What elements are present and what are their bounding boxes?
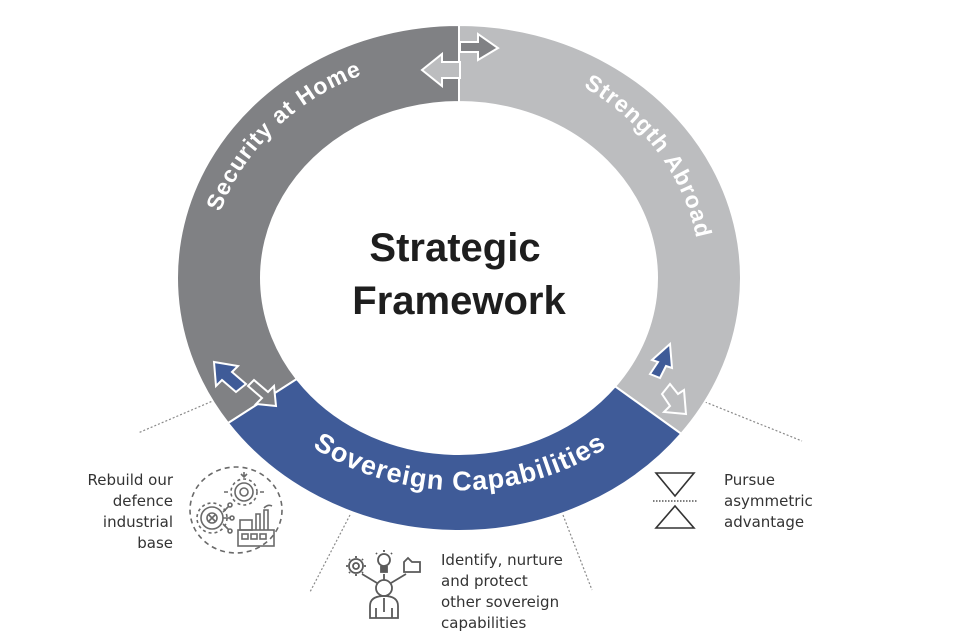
person-ideas-icon <box>346 550 421 619</box>
pillar-text-line: capabilities <box>441 614 527 632</box>
pillar-text-line: Pursue <box>724 471 776 489</box>
arrow-left-icon <box>420 51 461 89</box>
bidirectional-arrow-icon <box>420 32 500 89</box>
arrow-down-icon <box>660 382 688 416</box>
leader-line-left <box>137 399 216 434</box>
bidirectional-arrow-icon <box>212 360 278 408</box>
ring-segment-sovereign-capabilities <box>226 377 683 532</box>
connector-right <box>648 341 688 416</box>
pillar-text-line: industrial <box>102 513 173 531</box>
pillar-text-line: advantage <box>724 513 805 531</box>
pillar-text-line: asymmetric <box>724 492 813 510</box>
leader-lines <box>137 399 803 593</box>
pillar-text-rebuild-industrial-base: Rebuild our defence industrial base <box>40 470 173 554</box>
factory-gears-icon <box>189 466 283 554</box>
bidirectional-arrow-icon <box>648 341 688 416</box>
pillar-text-line: other sovereign <box>441 593 560 611</box>
framework-ring <box>176 23 742 532</box>
pillar-text-line: Rebuild our <box>87 471 173 489</box>
leader-line-right <box>704 401 803 442</box>
center-title-line-2: Framework <box>352 279 566 323</box>
leader-line-mid-left <box>309 514 351 593</box>
connector-top <box>420 32 500 89</box>
pillar-text-line: defence <box>112 492 173 510</box>
arrow-up-left-icon <box>212 360 248 394</box>
center-title-line-1: Strategic <box>369 226 540 270</box>
hourglass-triangles-icon <box>653 472 697 529</box>
arrow-right-icon <box>459 32 500 62</box>
pillar-text-line: and protect <box>441 572 528 590</box>
pillar-text-asymmetric-advantage: Pursue asymmetric advantage <box>724 470 864 533</box>
arrow-up-icon <box>648 341 674 380</box>
leader-line-mid-right <box>562 514 593 591</box>
ring-segment-security-at-home <box>176 23 460 425</box>
ring-segment-strength-abroad <box>458 23 742 436</box>
pillar-text-line: base <box>137 534 173 552</box>
connector-left <box>212 360 278 408</box>
pillar-text-identify-nurture-protect: Identify, nurture and protect other sove… <box>441 550 621 634</box>
pillar-text-line: Identify, nurture <box>441 551 563 569</box>
arrow-down-right-icon <box>246 378 278 408</box>
